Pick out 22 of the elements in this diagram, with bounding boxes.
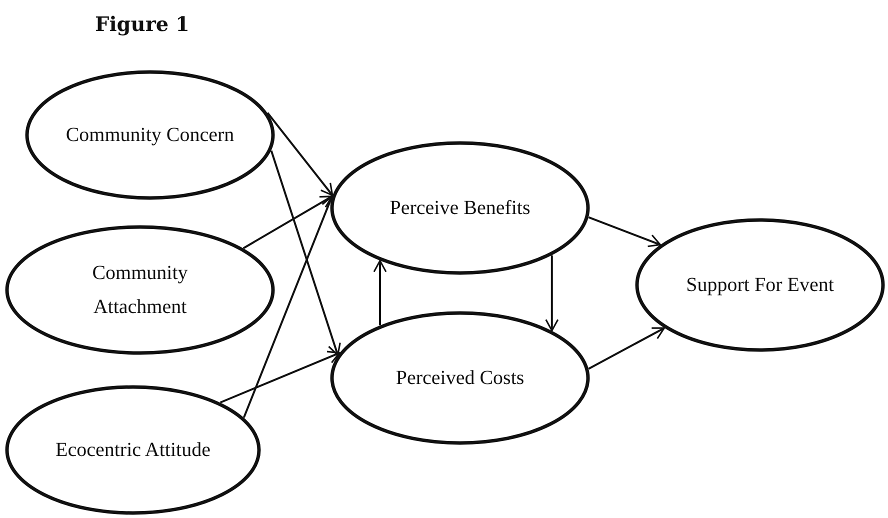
- construct-label: Perceived Costs: [394, 366, 526, 391]
- arrow: [242, 196, 333, 250]
- construct-label: Support For Event: [685, 273, 835, 298]
- arrow: [588, 216, 661, 248]
- arrow: [373, 260, 387, 326]
- arrow: [266, 112, 334, 196]
- construct-label: Community Attachment: [91, 261, 189, 320]
- construct-label: Perceive Benefits: [388, 196, 532, 221]
- construct-label: Community Concern: [64, 123, 236, 148]
- construct-ellipse: [330, 141, 590, 275]
- figure-title: Figure 1: [95, 12, 190, 36]
- arrow: [242, 196, 334, 418]
- construct-ellipse: [25, 70, 275, 200]
- construct-label: Ecocentric Attitude: [54, 438, 212, 463]
- arrow: [220, 350, 340, 404]
- arrow: [270, 150, 341, 356]
- arrow: [588, 327, 665, 370]
- construct-ellipse: [330, 311, 590, 445]
- construct-ellipse: [5, 385, 261, 515]
- arrow: [545, 255, 559, 332]
- construct-ellipse: [635, 218, 885, 352]
- construct-ellipse: [5, 225, 275, 355]
